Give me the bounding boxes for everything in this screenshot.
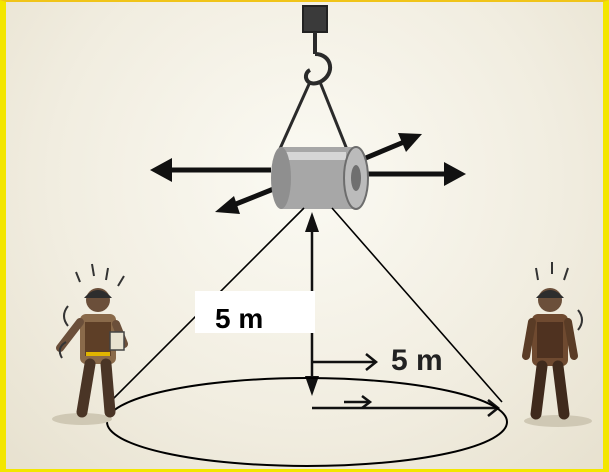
vertical-distance-label-box: 5 m — [195, 291, 315, 333]
worker-icon — [522, 262, 592, 427]
diagram-canvas — [52, 5, 592, 467]
worker-icon — [52, 263, 128, 425]
arrow-icon — [150, 133, 466, 214]
crane-hook-icon — [302, 5, 332, 86]
suspended-load-icon — [271, 146, 369, 210]
exclusion-zone-ellipse — [106, 377, 508, 467]
radius-distance-label: 5 m — [391, 344, 443, 377]
vertical-distance-label: 5 m — [215, 303, 264, 333]
